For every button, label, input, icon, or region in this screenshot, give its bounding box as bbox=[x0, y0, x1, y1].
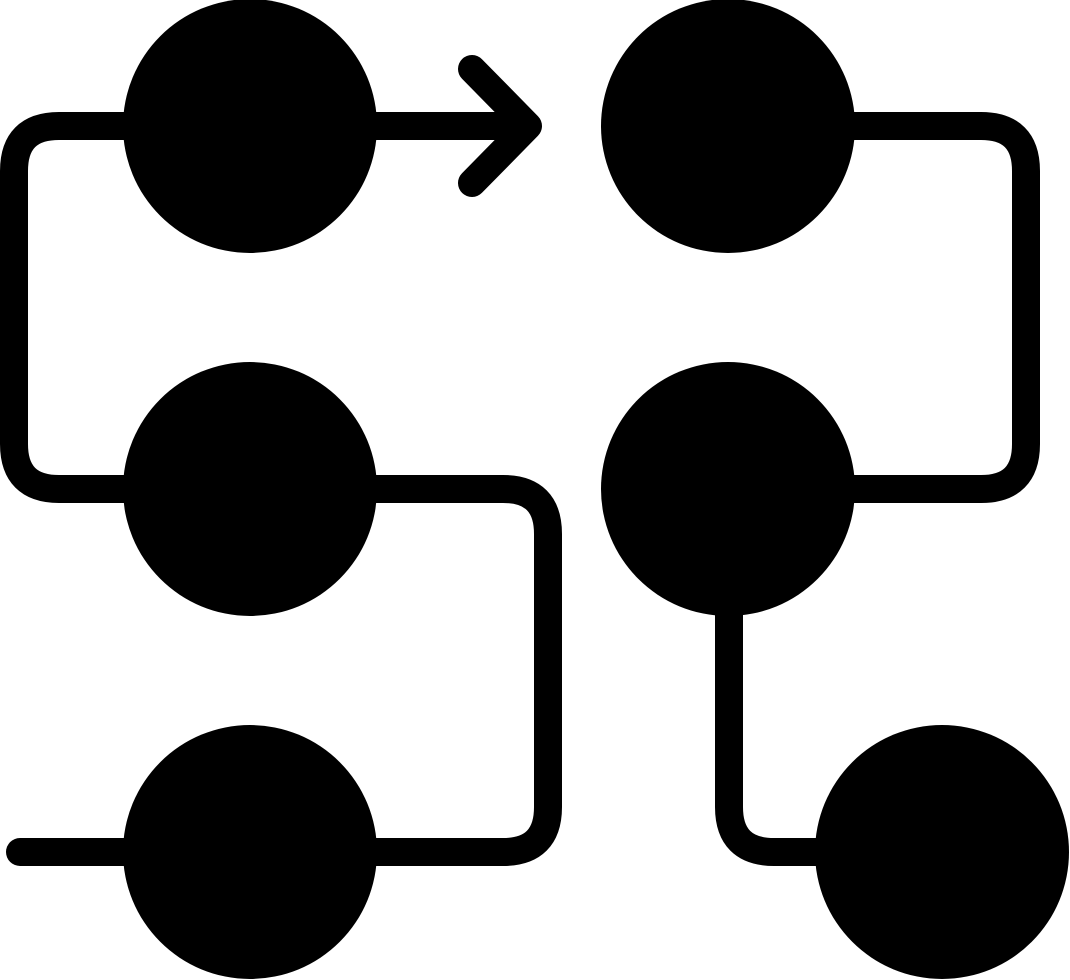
connector-middle-right-to-bottom-right bbox=[715, 586, 884, 866]
node-bottom-right bbox=[815, 725, 1069, 979]
node-bottom-left bbox=[123, 725, 377, 979]
connector-top-right-to-middle-right bbox=[806, 112, 1040, 503]
node-middle-right bbox=[601, 362, 855, 616]
arrowhead-icon bbox=[458, 55, 542, 197]
node-middle-left bbox=[123, 362, 377, 616]
node-top-right bbox=[601, 0, 855, 253]
connector-middle-left-to-top-left bbox=[0, 112, 174, 503]
node-top-left bbox=[123, 0, 377, 253]
connector-bottom-left-to-middle-left bbox=[326, 475, 562, 866]
